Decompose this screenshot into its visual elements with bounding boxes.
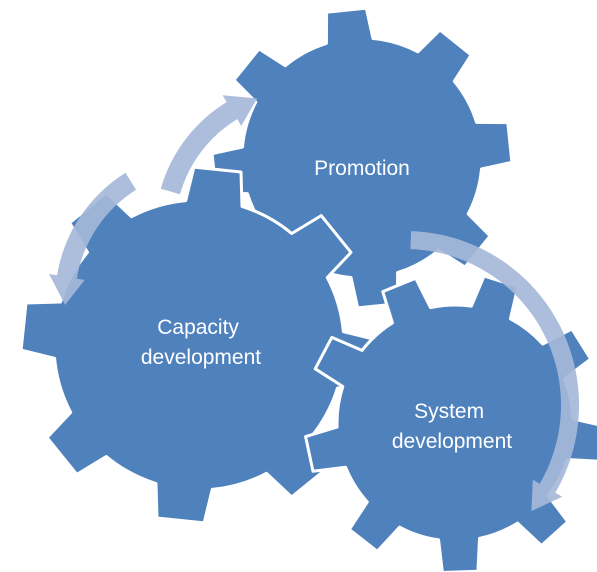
gear-label-capacity-line-1: Capacity <box>157 316 239 339</box>
gear-label-promotion-line-1: Promotion <box>314 157 410 180</box>
gear-label-system-line-1: System <box>414 400 484 423</box>
arrow-promotion-to-system <box>410 231 580 512</box>
gear-label-capacity-development: Capacity development <box>141 316 261 369</box>
gear-label-promotion: Promotion <box>314 157 410 180</box>
gear-label-system-development: System development <box>392 400 512 453</box>
gear-label-system-line-2: development <box>392 430 512 453</box>
gear-label-capacity-line-2: development <box>141 346 261 369</box>
arrow-promotion-to-capacity <box>49 172 137 305</box>
arrow-capacity-to-promotion <box>160 95 258 195</box>
